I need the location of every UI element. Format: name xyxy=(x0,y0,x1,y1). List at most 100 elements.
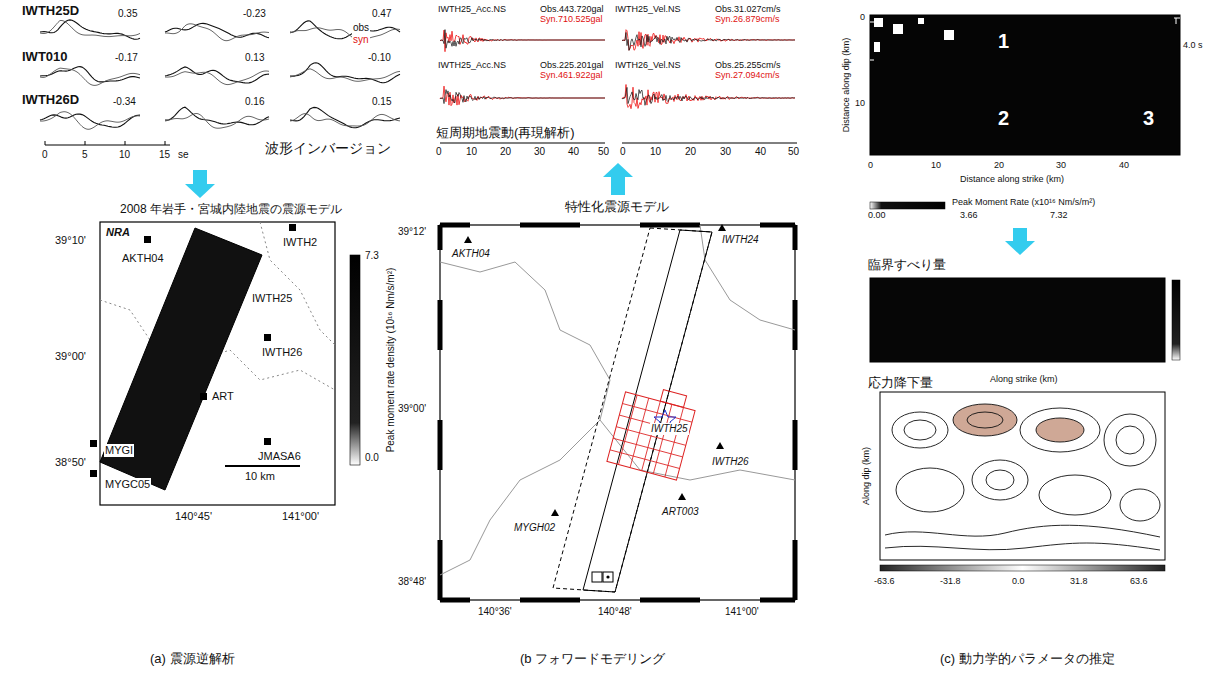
figure-label: IWTH25 xyxy=(650,423,689,435)
panel-title: 2008 年岩手・宮城内陸地震の震源モデル xyxy=(120,203,342,217)
synthetic-trace xyxy=(165,24,269,41)
axis-ticks xyxy=(45,141,165,145)
figure-label: Obs.31.027cm/s xyxy=(715,4,781,14)
figure-label: 7.3 xyxy=(365,250,379,262)
figure-label: 0.13 xyxy=(245,52,264,64)
synthetic-trace xyxy=(40,21,140,37)
figure-label: 141°00' xyxy=(725,606,759,618)
figure-label: Obs.25.255cm/s xyxy=(715,60,781,70)
observed-trace xyxy=(440,30,605,49)
synthetic-trace xyxy=(165,71,269,85)
station-square xyxy=(144,236,151,243)
station-square xyxy=(200,393,207,400)
flow-arrow xyxy=(603,163,633,195)
station-triangle xyxy=(464,236,472,243)
figure-label: Peak Moment Rate (x10¹⁶ Nm/s/m²) xyxy=(952,197,1095,207)
figure-label: se xyxy=(178,149,189,161)
figure-label: 10 xyxy=(855,98,865,108)
synthetic-trace xyxy=(165,114,269,129)
figure-label: Syn.26.879cm/s xyxy=(715,14,780,24)
contour xyxy=(953,404,1017,436)
figure-label: 30 xyxy=(720,146,731,158)
figure-label: AKTH04 xyxy=(122,252,164,265)
figure-panel: 短周期地震動(再現解析) xyxy=(430,2,810,163)
figure-label: 38°48' xyxy=(398,576,426,588)
figure-panel: 2008 年岩手・宮城内陸地震の震源モデル xyxy=(50,198,410,516)
figure-label: MYGH02 xyxy=(514,522,555,534)
figure-label: 0.16 xyxy=(245,96,264,108)
contour xyxy=(1120,489,1160,521)
small-hypocenter xyxy=(606,575,609,578)
observed-trace xyxy=(440,90,605,104)
figure-label: -0.17 xyxy=(115,52,138,64)
arrow-shaft xyxy=(1013,228,1027,241)
figure-label: 140°45' xyxy=(175,510,212,523)
station-square xyxy=(289,224,296,231)
stress-map-frame xyxy=(880,392,1165,560)
contour xyxy=(885,525,1160,537)
panel-title: 波形インバージョン xyxy=(265,140,391,156)
color-bar xyxy=(870,202,945,209)
contour xyxy=(986,470,1014,490)
synthetic-trace xyxy=(440,30,605,52)
figure-label: Distance along dip (km) xyxy=(841,38,851,133)
figure-label: 10 xyxy=(931,160,941,170)
figure-label: 39°00' xyxy=(55,350,86,363)
figure-label: MYGI xyxy=(104,444,134,457)
image-cell xyxy=(874,18,883,27)
map-frame xyxy=(100,222,335,505)
contour xyxy=(1039,475,1111,515)
callout-number: 2 xyxy=(998,107,1009,130)
asperity-cells xyxy=(660,390,686,408)
callout-number: 3 xyxy=(1143,107,1154,130)
asperity-cells xyxy=(607,392,695,480)
figure-label: 20 xyxy=(994,160,1004,170)
panel-title: 応力降下量 xyxy=(868,376,933,391)
small-asperity xyxy=(603,572,613,582)
figure-label: 0 xyxy=(868,160,873,170)
figure-label: NRA xyxy=(106,226,130,239)
time-axis xyxy=(622,143,797,144)
station-triangle xyxy=(718,224,726,231)
figure-label: 0.35 xyxy=(118,8,137,20)
figure-label: 7.32 xyxy=(1050,210,1068,220)
observed-trace xyxy=(40,20,140,39)
figure-label: IWTH26D xyxy=(22,93,79,108)
station-triangle xyxy=(678,493,686,500)
synthetic-trace xyxy=(440,86,605,106)
observed-trace xyxy=(40,67,140,82)
figure-label: 10 xyxy=(466,146,477,158)
figure-label: 39°12' xyxy=(398,226,426,238)
figure-label: 141°00' xyxy=(282,510,319,523)
figure-label: IWTH26 xyxy=(262,346,302,359)
observed-trace xyxy=(165,107,269,125)
flow-arrow xyxy=(1005,228,1035,255)
arrow-head xyxy=(603,163,633,177)
stress-contours xyxy=(885,404,1160,550)
figure-label: IWTH25_Vel.NS xyxy=(615,4,681,14)
synthetic-trace xyxy=(40,112,140,130)
contour xyxy=(892,412,948,448)
figure-panel: 波形インバージョン xyxy=(15,2,410,170)
asperity-grid xyxy=(607,380,698,480)
figure-label: 0.00 xyxy=(868,210,886,220)
figure-label: IWT010 xyxy=(22,50,68,65)
figure-label: IWTH25_Acc.NS xyxy=(438,4,506,14)
figure-label: -0.23 xyxy=(243,8,266,20)
figure-label: obs xyxy=(352,22,370,34)
image-cell xyxy=(944,30,954,40)
image-cell xyxy=(893,24,903,34)
figure-label: Syn.710.525gal xyxy=(540,14,603,24)
boundary-line xyxy=(440,262,795,480)
observed-trace xyxy=(290,21,400,39)
station-triangle xyxy=(551,509,559,516)
figure-label: IWTH25 xyxy=(252,292,292,305)
fault-outline-dashed xyxy=(553,228,712,592)
figure-label: 0 xyxy=(42,149,48,161)
synthetic-trace xyxy=(290,114,400,126)
figure-label: AKTH04 xyxy=(452,248,490,260)
observed-trace xyxy=(165,67,269,83)
fault-plane xyxy=(100,228,262,490)
contour xyxy=(1020,408,1100,452)
